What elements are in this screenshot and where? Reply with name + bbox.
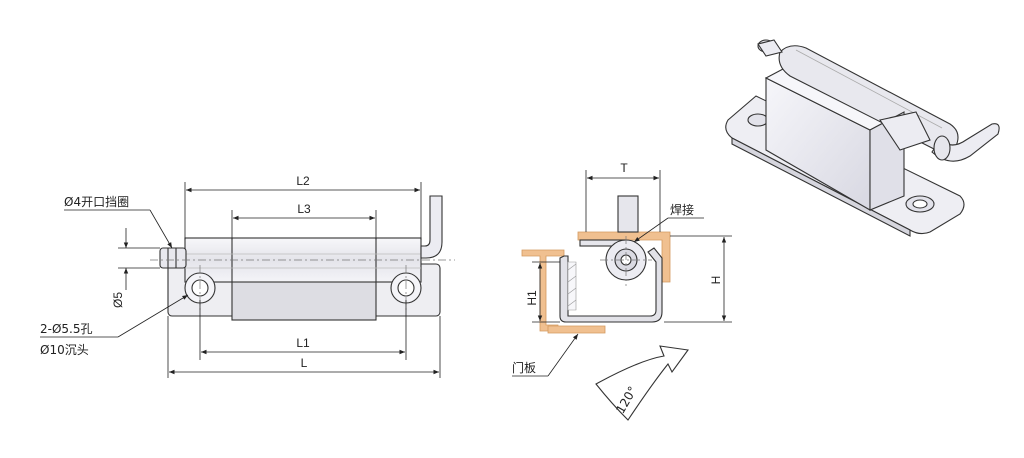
door-panel-bottom [547,325,606,334]
hinge-bracket [559,247,663,323]
dim-l: L [301,356,308,370]
dim-l3: L3 [297,202,311,216]
pin-end [159,247,187,269]
dim-l2: L2 [296,174,310,188]
label-holes: 2-Ø5.5孔 [40,322,93,336]
front-view: L2 L3 L1 L Ø5 Ø4开口挡圈 2-Ø5.5孔 Ø10沉头 [40,174,455,378]
dim-h: H [709,276,723,285]
side-view: T H H1 焊接 门板 120° [512,161,732,421]
label-weld: 焊接 [670,202,694,217]
isometric-view [725,39,1000,237]
label-countersink: Ø10沉头 [40,343,89,357]
dim-l1: L1 [296,336,310,350]
door-panel-left [521,249,565,332]
dim-h1: H1 [525,290,539,306]
pin-vertical [617,195,639,233]
rotation-arrow [595,345,689,421]
bent-pin [420,195,443,259]
dim-pin-dia: Ø5 [111,292,125,308]
dim-t: T [620,161,628,175]
label-retaining-ring: Ø4开口挡圈 [64,195,129,209]
label-door-panel: 门板 [512,360,536,375]
